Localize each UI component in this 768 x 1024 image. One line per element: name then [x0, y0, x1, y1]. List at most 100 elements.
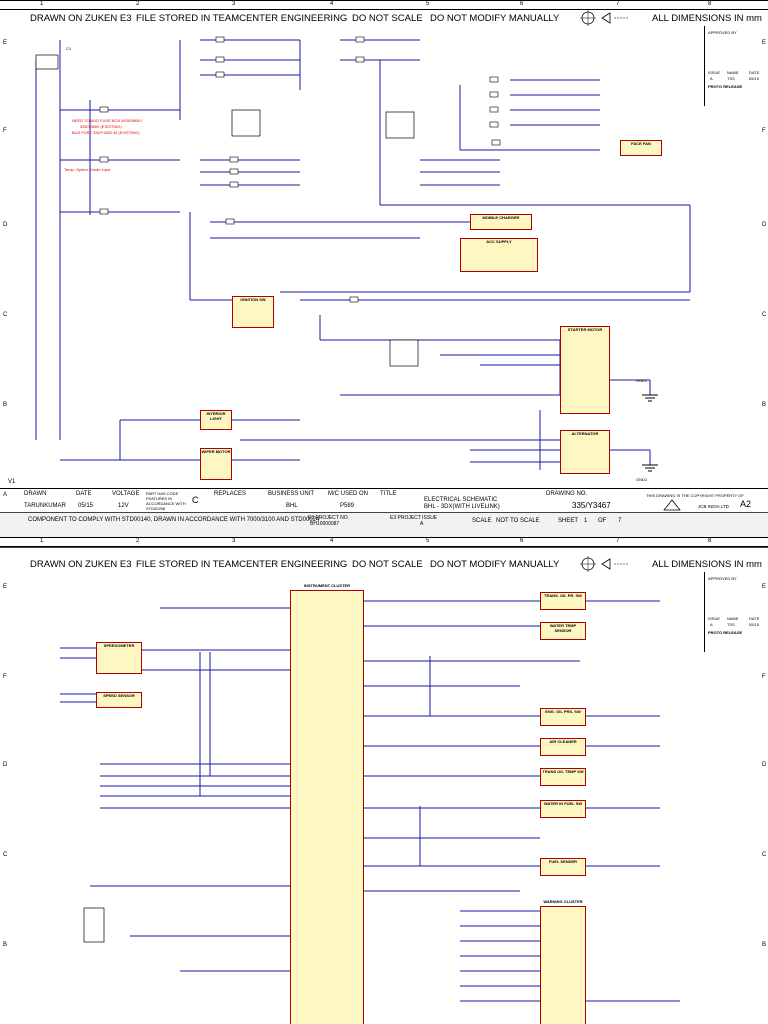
interior-light-component: INTERIOR LIGHT [200, 410, 232, 430]
schematic-sheet-1: 1 2 3 4 5 6 7 8 DRAWN ON ZUKEN E3 FILE S… [0, 0, 768, 512]
row-label: E [3, 584, 8, 590]
sheet-header: DRAWN ON ZUKEN E3 FILE STORED IN TEAMCEN… [0, 8, 768, 28]
col-3: 3 [232, 1, 236, 7]
row-label: D [3, 222, 8, 228]
note-fuse-box: NEED TO ADD FUSE BOX ASSEMBLY [72, 118, 143, 123]
note-bus-fuse: BUS FUSE 332/Y4002-M (EXISTING) [72, 130, 140, 135]
col-6: 6 [520, 538, 524, 544]
comply-note: COMPONENT TO COMPLY WITH STD00140, DRAWN… [28, 517, 320, 523]
drawing-no-label: DRAWING NO. [546, 491, 588, 497]
col-6: 6 [520, 1, 524, 7]
acc-supply-label: ACC SUPPLY [486, 239, 512, 244]
drawer-name: TARUNKUMAR [24, 503, 66, 509]
col-4: 4 [330, 538, 334, 544]
row-label: A [3, 492, 8, 498]
title-block: V1 DRAWN DATE VOLTAGE PART HAS CODE FEAT… [0, 479, 768, 512]
row-label: D [762, 222, 767, 228]
warning-cluster-label: WARNING CLUSTER [541, 899, 585, 904]
col-5: 5 [426, 1, 430, 7]
gnd1-label: GND1 [636, 378, 648, 383]
wiper-motor-label: WIPER MOTOR [201, 449, 231, 454]
row-label: C [3, 312, 8, 318]
instrument-cluster-component: INSTRUMENT CLUSTER [290, 583, 364, 1024]
name-label: NAME [727, 616, 739, 621]
business-unit-value: BHL [286, 503, 298, 509]
connector-c1-label: C1 [66, 46, 72, 51]
proto-release-label: PROTO RELEASE [708, 630, 743, 635]
stored-label: FILE STORED IN TEAMCENTER ENGINEERING [136, 13, 348, 24]
row-label: E [762, 584, 767, 590]
speedometer-component: SPEEDOMETER [96, 642, 142, 674]
trans-oil-pressure-switch: TRANS. OIL PR. SW [540, 592, 586, 610]
replaces-label: REPLACES [214, 491, 247, 497]
voltage-value: 12V [118, 503, 129, 509]
revision-block: APPROVED BY ISSUE NAME DATE A TSS 05/15 … [704, 26, 768, 106]
col-1: 1 [40, 1, 44, 7]
e3-project-no-label: E3 PROJECT NO. [308, 515, 350, 521]
air-cleaner-component: AIR CLEANER [540, 738, 586, 756]
note-existing: 335/Y3500 (EXISTING) [80, 124, 122, 129]
column-grid-bottom: 1 2 3 4 5 6 7 8 [0, 537, 768, 547]
wiper-motor-component: WIPER MOTOR [200, 448, 232, 480]
fuel-sender-label: FUEL SENDER [548, 859, 578, 864]
drawing-number: 335/Y3467 [572, 501, 611, 510]
rev-letter: C [192, 495, 199, 505]
row-label: C [3, 852, 8, 858]
row-label: D [3, 762, 8, 768]
mobile-charger-component: MOBILE CHARGER [470, 214, 532, 230]
starter-motor-label: STARTER MOTOR [567, 327, 603, 332]
title-line-1: ELECTRICAL SCHEMATIC [424, 497, 498, 503]
projection-symbol-icon [580, 10, 628, 26]
face-fan-component: FACE FAN [620, 140, 662, 156]
row-label: F [762, 128, 766, 134]
drawn-on-label: DRAWN ON ZUKEN E3 [30, 13, 132, 24]
date-label: DATE [749, 70, 760, 75]
starter-motor-component: STARTER MOTOR [560, 326, 610, 414]
col-8: 8 [708, 1, 712, 7]
date-value: 05/15 [78, 503, 94, 509]
approved-label: APPROVED BY [708, 30, 737, 35]
issue-value: A [710, 76, 713, 81]
issue-label: ISSUE [708, 70, 721, 75]
col-3: 3 [232, 538, 236, 544]
row-label: F [3, 674, 7, 680]
instrument-cluster-label: INSTRUMENT CLUSTER [291, 583, 363, 588]
col-7: 7 [616, 538, 620, 544]
proto-release-label: PROTO RELEASE [708, 84, 743, 89]
drawn-label: DRAWN [24, 491, 47, 497]
stored-label: FILE STORED IN TEAMCENTER ENGINEERING [136, 559, 348, 570]
sheet-value: 1 [584, 518, 588, 524]
mc-used-on-label: M/C USED ON [328, 491, 369, 497]
interior-light-label: INTERIOR LIGHT [206, 411, 226, 421]
row-label: E [762, 40, 767, 46]
title-label: TITLE [380, 491, 397, 497]
copyright-note: THIS DRAWING IS THE COPYRIGHT PROPERTY O… [646, 493, 744, 498]
row-label: B [3, 942, 8, 948]
no-scale-label: DO NOT SCALE [352, 559, 423, 570]
eng-oil-prs-label: ENG. OIL PRS. SW [545, 709, 581, 714]
features-note: PART HAS CODE FEATURES IN ACCORDANCE WIT… [146, 491, 186, 511]
col-2: 2 [136, 538, 140, 544]
alternator-label: ALTERNATOR [571, 431, 599, 436]
date-value: 05/15 [749, 622, 760, 627]
water-in-fuel-label: WATER IN FUEL SW [543, 801, 583, 806]
row-label: B [762, 402, 767, 408]
date-label: DATE [749, 616, 760, 621]
issue-label: ISSUE [708, 616, 721, 621]
approved-label: APPROVED BY [708, 576, 737, 581]
no-modify-label: DO NOT MODIFY MANUALLY [430, 559, 560, 570]
business-unit-label: BUSINESS UNIT [268, 491, 315, 497]
row-label: D [762, 762, 767, 768]
name-label: NAME [727, 70, 739, 75]
face-fan-label: FACE FAN [631, 141, 651, 146]
col-7: 7 [616, 1, 620, 7]
sheet-label: SHEET [558, 518, 579, 524]
air-cleaner-label: AIR CLEANER [549, 739, 577, 744]
row-label: B [762, 942, 767, 948]
alternator-component: ALTERNATOR [560, 430, 610, 474]
sheet-separator: COMPONENT TO COMPLY WITH STD00140, DRAWN… [0, 512, 768, 548]
water-temp-sensor: WATER TEMP SENSOR [540, 622, 586, 640]
e3-project-no: BH10000087 [310, 521, 340, 527]
mc-value: P589 [340, 503, 355, 509]
no-scale-label: DO NOT SCALE [352, 13, 423, 24]
